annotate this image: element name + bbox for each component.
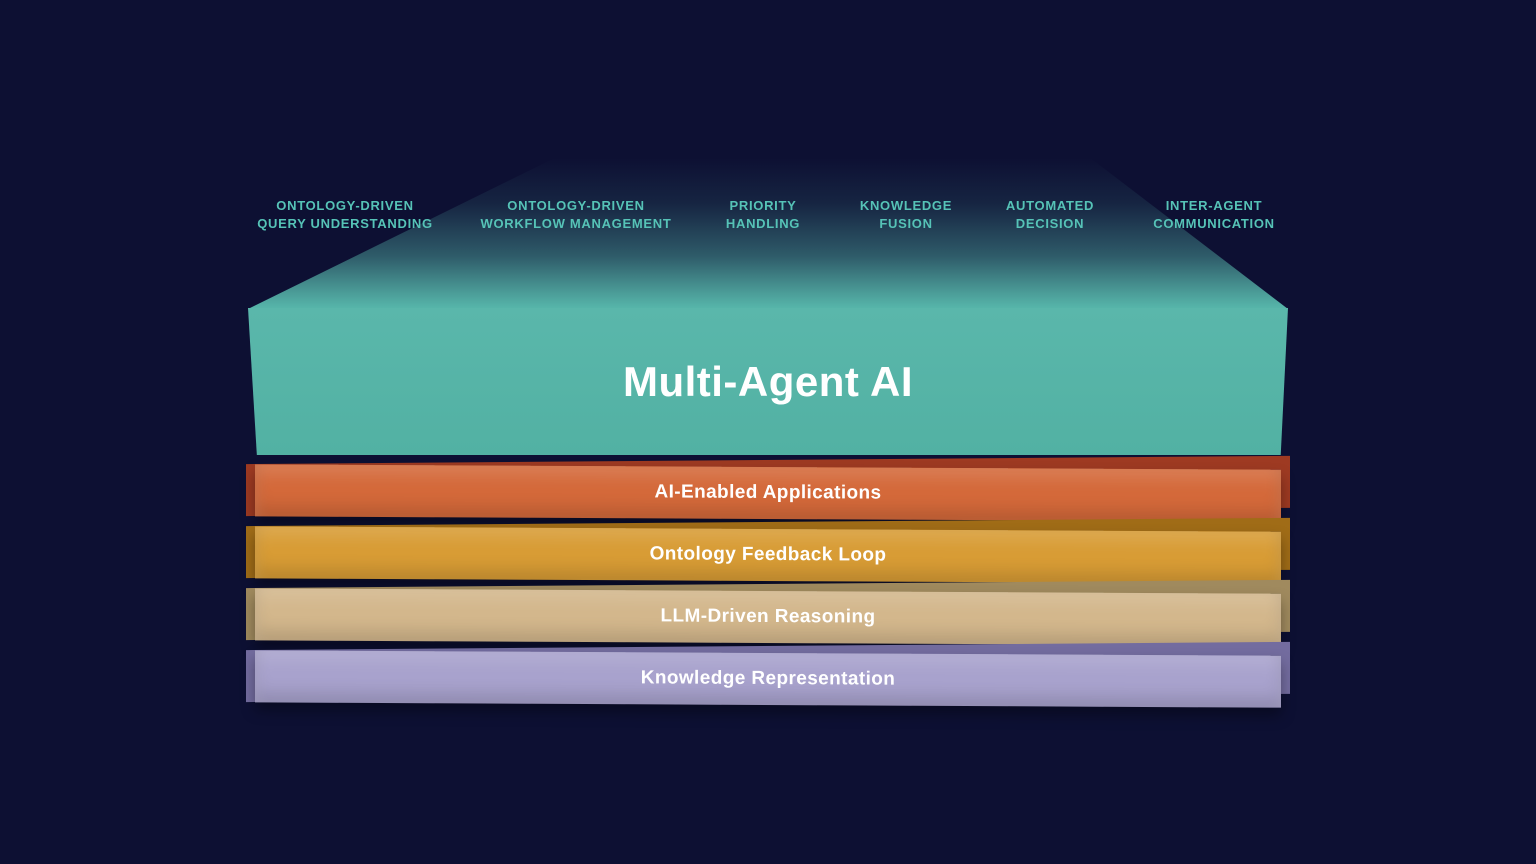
layer-label: Ontology Feedback Loop [649,543,887,566]
feature-label-line: COMMUNICATION [1153,216,1275,231]
feature-label-line: PRIORITY [729,198,797,213]
funnel-beam [248,158,1288,309]
layer-label: Knowledge Representation [640,667,896,690]
feature-label-workflow-management: ONTOLOGY-DRIVEN WORKFLOW MANAGEMENT [481,197,672,233]
feature-label-inter-agent-communication: INTER-AGENT COMMUNICATION [1153,197,1275,233]
layer-llm-driven-reasoning: LLM-Driven Reasoning [246,579,1290,646]
layer-front-face: AI-Enabled Applications [255,464,1281,522]
feature-label-line: ONTOLOGY-DRIVEN [276,198,414,213]
layer-label: AI-Enabled Applications [654,481,882,504]
feature-label-line: KNOWLEDGE [859,198,953,213]
layer-label: LLM-Driven Reasoning [660,605,876,628]
multi-agent-ai-block: Multi-Agent AI [248,308,1288,455]
feature-label-line: AUTOMATED [1005,198,1095,213]
feature-label-query-understanding: ONTOLOGY-DRIVEN QUERY UNDERSTANDING [257,197,433,233]
feature-label-line: QUERY UNDERSTANDING [257,216,433,231]
feature-label-line: INTER-AGENT [1165,198,1263,213]
feature-label-line: ONTOLOGY-DRIVEN [507,198,645,213]
layer-front-face: Knowledge Representation [255,650,1281,708]
main-title: Multi-Agent AI [622,357,914,405]
feature-label-line: DECISION [1015,216,1085,231]
feature-label-line: WORKFLOW MANAGEMENT [480,216,672,231]
feature-label-knowledge-fusion: KNOWLEDGE FUSION [860,197,952,233]
layer-ai-enabled-applications: AI-Enabled Applications [246,455,1290,522]
feature-label-line: FUSION [879,216,933,231]
feature-label-priority-handling: PRIORITY HANDLING [726,197,800,233]
layer-front-face: LLM-Driven Reasoning [255,588,1281,646]
feature-label-line: HANDLING [725,216,801,231]
layer-front-face: Ontology Feedback Loop [255,526,1281,584]
layer-knowledge-representation: Knowledge Representation [246,641,1290,708]
layer-ontology-feedback-loop: Ontology Feedback Loop [246,517,1290,584]
feature-label-automated-decision: AUTOMATED DECISION [1006,197,1094,233]
